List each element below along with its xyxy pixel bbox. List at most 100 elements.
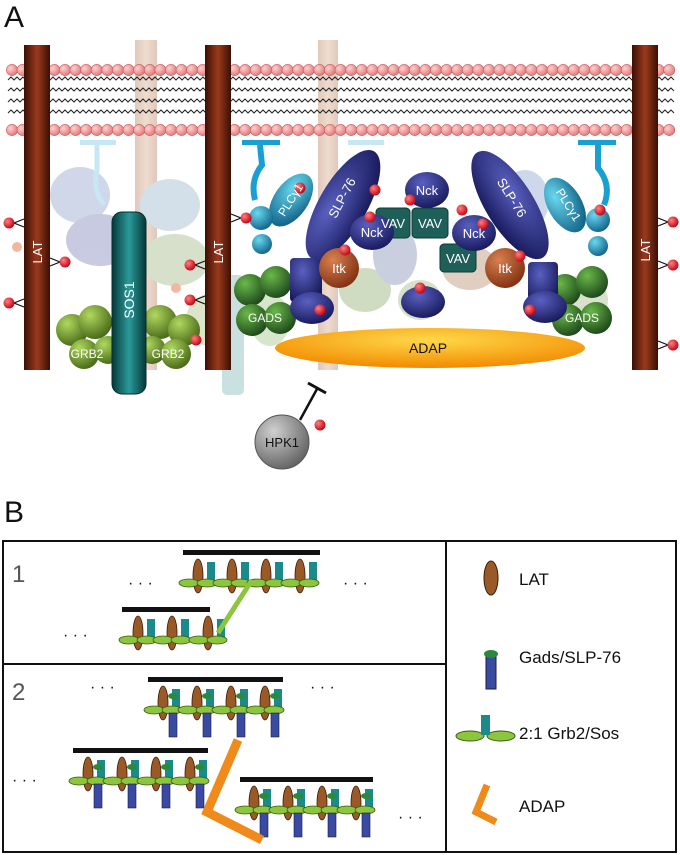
gads-ball xyxy=(234,274,266,306)
phospho-ball xyxy=(667,339,679,351)
lipid-head xyxy=(260,124,273,136)
lat-cluster-bar xyxy=(73,748,208,753)
lipid-head xyxy=(175,64,188,76)
ellipsis: · · · xyxy=(128,575,153,592)
grb2-ball xyxy=(69,339,99,369)
lipid-head xyxy=(483,64,495,76)
lipid-head xyxy=(451,64,464,76)
lipid-head xyxy=(525,124,538,136)
lipid-head xyxy=(430,64,442,76)
lat-left-label: LAT xyxy=(30,241,45,264)
lat-cluster-bar xyxy=(148,677,283,682)
plcg-left-ball xyxy=(249,206,273,230)
adap-l-shape-row2 xyxy=(201,738,265,845)
gads-node xyxy=(361,793,371,799)
lat-icon xyxy=(483,560,499,596)
lipid-head xyxy=(80,124,93,136)
faint-blob xyxy=(141,234,209,286)
lipid-head xyxy=(334,124,347,136)
lat-node xyxy=(225,685,237,721)
slp76-right-domain xyxy=(523,291,567,323)
sos-node xyxy=(275,562,283,580)
phospho-ball xyxy=(414,282,426,294)
grb2-node xyxy=(143,705,165,715)
lipid-tail xyxy=(7,76,675,81)
lipid-tail xyxy=(7,98,675,103)
legend-lat-label: LAT xyxy=(519,570,549,589)
lat-node xyxy=(132,615,144,651)
lipid-head xyxy=(80,64,93,76)
gads-node xyxy=(93,764,103,770)
lipid-head xyxy=(567,124,580,136)
legend-grb2-label: 2:1 Grb2/Sos xyxy=(519,724,619,743)
lipid-head xyxy=(589,124,601,136)
ellipsis: · · · xyxy=(90,679,115,696)
lipid-head xyxy=(186,64,199,76)
lat-cluster-bar xyxy=(122,607,210,612)
lipid-tail xyxy=(7,109,675,114)
lipid-head xyxy=(610,124,623,136)
gads-node xyxy=(236,693,246,699)
lipid-head xyxy=(101,64,114,76)
lipid-head xyxy=(260,64,273,76)
slp76-node xyxy=(161,783,171,809)
grb2-node xyxy=(280,578,302,588)
grb2-ball xyxy=(161,339,191,369)
faint-blob xyxy=(140,179,200,231)
lipid-head xyxy=(313,124,326,136)
lipid-head xyxy=(165,124,177,136)
gads-node xyxy=(259,793,269,799)
grb2-node xyxy=(170,635,192,645)
phospho-ball xyxy=(339,244,351,256)
lipid-head xyxy=(355,64,368,76)
slp76-node xyxy=(270,712,280,738)
lipid-head xyxy=(154,124,167,136)
lipid-head xyxy=(599,64,612,76)
lipid-head xyxy=(165,64,177,76)
lipid-head xyxy=(324,124,336,136)
lat-node xyxy=(166,615,178,651)
sos-node xyxy=(147,619,155,637)
slp76-node xyxy=(361,812,371,838)
phosphorylation-sites xyxy=(3,182,679,431)
lat-node xyxy=(260,558,272,594)
sos-node xyxy=(181,619,189,637)
slp76-node xyxy=(93,783,103,809)
vav-1-label: VAV xyxy=(381,216,405,231)
panel-a-letter: A xyxy=(4,1,24,34)
lipid-head xyxy=(440,64,453,76)
phospho-bond xyxy=(12,298,25,308)
lipid-head xyxy=(249,124,262,136)
lipid-head xyxy=(48,64,61,76)
lipid-head xyxy=(557,124,570,136)
lipid-head xyxy=(154,64,167,76)
lat-node xyxy=(202,615,214,651)
lipid-head xyxy=(6,124,18,136)
grb2-sos-icon xyxy=(455,715,516,742)
lipid-head xyxy=(419,64,432,76)
lipid-head xyxy=(6,64,18,76)
lipid-head xyxy=(461,124,474,136)
phospho-ball xyxy=(314,304,326,316)
sos-node xyxy=(309,562,317,580)
panel-b-frame xyxy=(2,540,677,853)
slp76-right-ellipse xyxy=(471,150,549,260)
lat-node xyxy=(226,558,238,594)
gads-node xyxy=(270,693,280,699)
phospho-ball xyxy=(184,259,196,271)
phospho-bond xyxy=(230,213,243,223)
lipid-head xyxy=(557,64,570,76)
nck-1-label: Nck xyxy=(361,225,384,240)
lipid-head xyxy=(430,124,442,136)
phospho-bond xyxy=(49,257,62,267)
slp76-left-domain xyxy=(290,292,334,324)
lipid-head xyxy=(112,64,124,76)
plcg-anchor-left xyxy=(242,140,280,145)
gads-node xyxy=(161,764,171,770)
lipid-head xyxy=(69,64,82,76)
plcg-linker-left xyxy=(250,144,266,201)
lipid-head xyxy=(133,64,146,76)
vav-2 xyxy=(411,207,449,239)
gads-slp76-icon xyxy=(485,655,497,690)
